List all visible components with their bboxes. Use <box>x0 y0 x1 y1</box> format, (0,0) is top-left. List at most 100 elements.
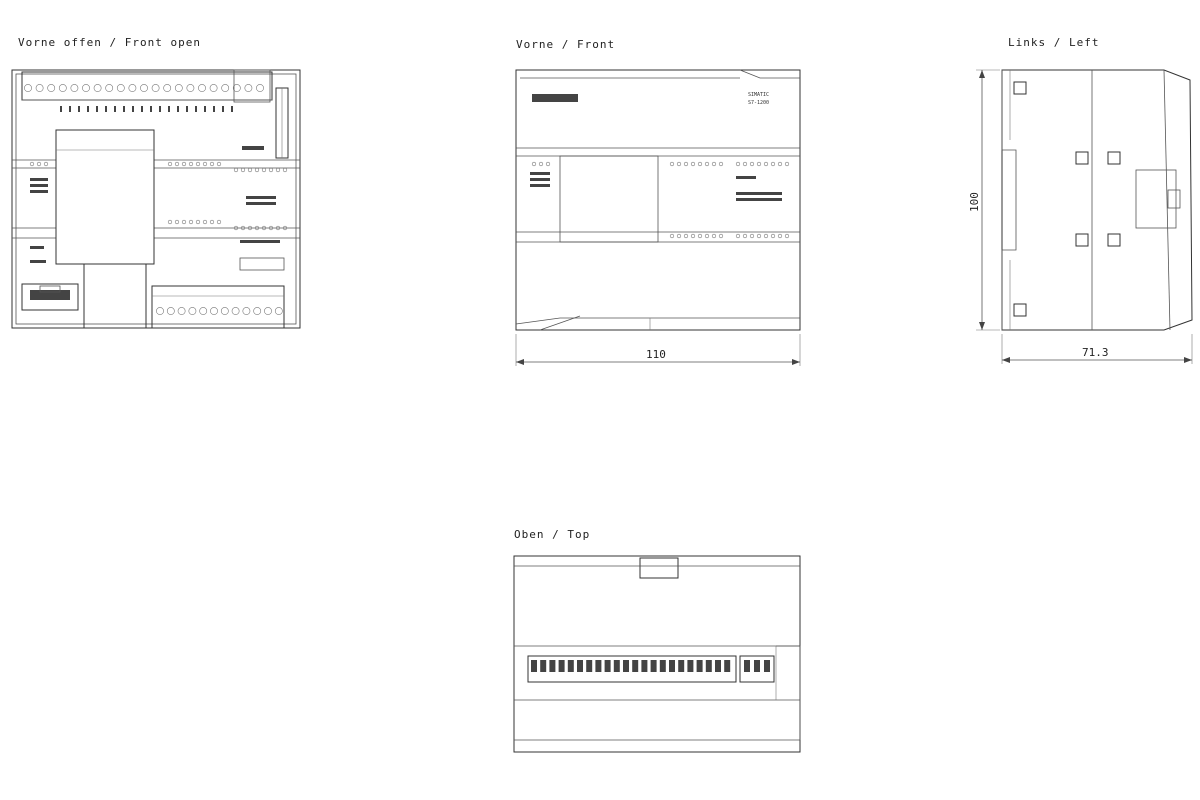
status-led <box>174 219 180 225</box>
terminal-pin <box>531 660 537 672</box>
terminal-screw <box>128 84 137 92</box>
terminal-screw <box>256 84 264 92</box>
status-led <box>690 161 696 167</box>
view-front-open: Vorne offen / Front open <box>11 36 301 329</box>
terminal-screw <box>24 84 32 92</box>
status-led <box>233 225 239 231</box>
status-led <box>209 161 215 167</box>
front-cover <box>559 155 659 243</box>
status-led <box>784 161 790 167</box>
bottom-terminal-block <box>151 285 285 329</box>
model-text: S7-1200 <box>748 100 769 106</box>
status-led <box>275 167 281 173</box>
status-led <box>167 161 173 167</box>
label-tick <box>96 106 98 112</box>
terminal-screw <box>35 84 44 92</box>
terminal-screw <box>274 307 283 315</box>
status-led <box>531 161 537 167</box>
status-led <box>188 161 194 167</box>
status-led <box>777 233 783 239</box>
label-tick <box>105 106 107 112</box>
status-led <box>718 233 724 239</box>
terminal-pin <box>687 660 694 672</box>
terminal-screw <box>70 84 79 92</box>
status-led <box>202 219 208 225</box>
terminal-screw <box>221 84 230 92</box>
status-led <box>718 161 724 167</box>
terminal-screw <box>198 84 206 92</box>
terminal-screw <box>186 84 195 92</box>
label-tick <box>69 106 71 112</box>
terminal-screw <box>177 307 186 315</box>
terminal-pin <box>623 660 629 672</box>
status-led <box>756 161 762 167</box>
terminal-pin <box>595 660 602 672</box>
label-tick <box>222 106 224 112</box>
status-led <box>545 161 551 167</box>
status-led <box>770 161 776 167</box>
terminal-screw <box>232 84 241 92</box>
terminal-screw <box>244 84 253 92</box>
terminal-pin <box>577 660 583 672</box>
status-led <box>268 225 274 231</box>
view-title-front: Vorne / Front <box>516 38 615 51</box>
terminal-pin <box>764 660 770 672</box>
status-led <box>240 225 246 231</box>
status-led <box>777 161 783 167</box>
status-led <box>254 225 260 231</box>
terminal-screw <box>242 307 251 315</box>
label-tick <box>159 106 161 112</box>
dimension-depth: 71.3 <box>1082 346 1109 359</box>
terminal-screw <box>264 307 272 315</box>
terminal-screw <box>220 307 229 315</box>
terminal-pin <box>604 660 611 672</box>
view-title-front-open: Vorne offen / Front open <box>18 36 201 49</box>
label-tick <box>204 106 206 112</box>
terminal-pin <box>632 660 639 672</box>
status-led <box>240 167 246 173</box>
terminal-pin <box>567 660 574 672</box>
terminal-screw <box>47 84 56 92</box>
status-led <box>209 219 215 225</box>
terminal-screw <box>199 307 208 315</box>
status-led <box>669 233 675 239</box>
label-tick <box>186 106 188 112</box>
status-led <box>268 167 274 173</box>
terminal-screw <box>151 84 160 92</box>
top-terminal-strip <box>527 655 737 683</box>
ethernet-port <box>21 283 79 311</box>
status-led <box>711 233 717 239</box>
status-led <box>181 219 187 225</box>
status-led <box>261 167 267 173</box>
status-led <box>742 233 748 239</box>
status-led <box>763 233 769 239</box>
status-led <box>167 219 173 225</box>
terminal-screw <box>82 84 90 92</box>
terminal-screw <box>116 84 125 92</box>
terminal-screw <box>140 84 148 92</box>
terminal-pin <box>696 660 703 672</box>
label-tick <box>213 106 215 112</box>
status-led <box>749 161 755 167</box>
terminal-screw <box>156 307 164 315</box>
view-top: Oben / Top <box>513 528 801 753</box>
label-tick <box>141 106 143 112</box>
open-cover <box>55 129 155 265</box>
dimension-width: 110 <box>646 348 666 361</box>
view-left: Links / Left 100 71.3 <box>968 36 1193 364</box>
status-led <box>36 161 42 167</box>
status-led <box>29 161 35 167</box>
left-connector <box>1135 169 1177 229</box>
terminal-pin <box>744 660 750 672</box>
status-led <box>216 161 222 167</box>
terminal-pin <box>724 660 731 672</box>
terminal-pin <box>705 660 712 672</box>
terminal-screw <box>93 84 102 92</box>
brand-text: SIMATIC <box>748 92 769 98</box>
terminal-pin <box>669 660 675 672</box>
brand-plate <box>532 94 578 102</box>
terminal-screw <box>163 84 172 92</box>
terminal-pin <box>659 660 666 672</box>
left-outline <box>1001 69 1193 331</box>
status-led <box>188 219 194 225</box>
